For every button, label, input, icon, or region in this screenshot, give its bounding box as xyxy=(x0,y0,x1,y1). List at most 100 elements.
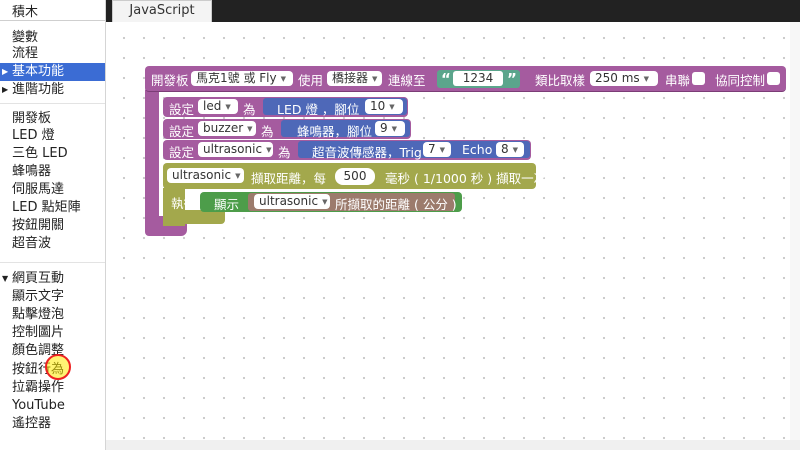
chevron-down-icon: ▼ xyxy=(643,75,650,83)
toolbox-item-ultrasonic[interactable]: 超音波 xyxy=(0,235,105,253)
toolbox-item-bulb[interactable]: 點擊燈泡 xyxy=(0,306,105,324)
caret-down-icon: ▼ xyxy=(2,274,9,283)
set-label: 設定 xyxy=(169,145,195,160)
sample-rate-value: 250 ms xyxy=(595,71,640,85)
ultrasonic-device-block[interactable]: 超音波傳感器，Trig 7▼ Echo 8▼ xyxy=(298,141,530,160)
toolbox-item-advanced[interactable]: ▶進階功能 xyxy=(0,81,105,99)
buzzer-pin-select[interactable]: 9▼ xyxy=(375,121,405,136)
toolbox-item-color[interactable]: 顏色調整 xyxy=(0,342,105,360)
horizontal-scrollbar[interactable] xyxy=(106,440,800,450)
board-sync-label: 協同控制 xyxy=(715,73,766,88)
toolbox-item-variables[interactable]: 變數 xyxy=(0,29,105,47)
trig-pin-value: 7 xyxy=(428,142,436,156)
toolbox-separator xyxy=(0,262,105,263)
toolbox-item-board[interactable]: 開發板 xyxy=(0,110,105,128)
show-label: 顯示 xyxy=(214,197,240,212)
tab-javascript[interactable]: JavaScript xyxy=(112,0,212,22)
toolbox-item-label: 流程 xyxy=(12,46,39,61)
toolbox-item-label: 進階功能 xyxy=(12,82,65,97)
open-quote-icon: “ xyxy=(441,70,451,88)
toolbox-header: 積木 xyxy=(0,0,105,21)
set-led-block[interactable]: 設定 led▼ 為 LED 燈 ，腳位 10▼ xyxy=(163,97,408,117)
led-var-select[interactable]: led▼ xyxy=(198,99,238,114)
toolbox-item-servo[interactable]: 伺服馬達 xyxy=(0,181,105,199)
toolbox-item-youtube[interactable]: YouTube xyxy=(0,397,105,415)
toolbox-item-rgb-led[interactable]: 三色 LED xyxy=(0,145,105,163)
toolbox-item-basic[interactable]: ▶基本功能 xyxy=(0,63,105,81)
toolbox-item-label: 開發板 xyxy=(12,111,52,126)
distance-value-block[interactable]: ultrasonic▼ 所擷取的距離 ( 公分 ) xyxy=(248,193,457,212)
toolbox-item-label: 點擊燈泡 xyxy=(12,307,65,322)
set-ultrasonic-block[interactable]: 設定 ultrasonic▼ 為 超音波傳感器，Trig 7▼ Echo 8▼ xyxy=(163,140,531,160)
show-var-select[interactable]: ultrasonic▼ xyxy=(254,194,330,209)
board-connect-label: 連線至 xyxy=(388,73,426,88)
chevron-down-icon: ▼ xyxy=(372,75,378,83)
ultrasonic-var-select[interactable]: ultrasonic▼ xyxy=(198,142,273,157)
ultrasonic-var-value: ultrasonic xyxy=(203,142,263,156)
ultra-fetch-var-select[interactable]: ultrasonic▼ xyxy=(167,168,244,183)
toolbox-item-label: 變數 xyxy=(12,30,39,45)
toolbox-item-label: 網頁互動 xyxy=(12,271,65,286)
ultra-fetch-footer[interactable] xyxy=(163,210,225,224)
fetch-label: 擷取距離，每 xyxy=(251,171,327,186)
chevron-down-icon: ▼ xyxy=(235,172,241,180)
trig-pin-select[interactable]: 7▼ xyxy=(423,142,451,157)
buzzer-device-label: 蜂鳴器，腳位 xyxy=(297,124,373,139)
toolbox: 積木 變數 流程 ▶基本功能 ▶進階功能 開發板 LED 燈 三色 LED 蜂鳴… xyxy=(0,0,106,450)
sync-checkbox[interactable] xyxy=(767,72,780,85)
set-label: 設定 xyxy=(169,102,195,117)
distance-label: 所擷取的距離 ( 公分 ) xyxy=(335,197,457,212)
device-select[interactable]: 橋接器▼ xyxy=(327,71,382,86)
tab-bar: JavaScript xyxy=(106,0,800,22)
caret-right-icon: ▶ xyxy=(2,85,9,94)
as-label: 為 xyxy=(278,145,291,160)
toolbox-item-buzzer[interactable]: 蜂鳴器 xyxy=(0,163,105,181)
toolbox-item-web[interactable]: ▼網頁互動 xyxy=(0,270,105,288)
set-buzzer-block[interactable]: 設定 buzzer▼ 為 蜂鳴器，腳位 9▼ xyxy=(163,119,411,139)
toolbox-item-show-text[interactable]: 顯示文字 xyxy=(0,288,105,306)
toolbox-item-label: 控制圖片 xyxy=(12,325,65,340)
echo-pin-select[interactable]: 8▼ xyxy=(496,142,524,157)
string-block[interactable]: “ 1234 ” xyxy=(437,70,520,88)
serial-checkbox[interactable] xyxy=(692,72,705,85)
close-quote-icon: ” xyxy=(507,70,517,88)
toolbox-item-led[interactable]: LED 燈 xyxy=(0,127,105,145)
buzzer-var-select[interactable]: buzzer▼ xyxy=(198,121,256,136)
interval-input[interactable]: 500 xyxy=(335,168,375,185)
chevron-down-icon: ▼ xyxy=(322,198,328,206)
toolbox-item-label: 顯示文字 xyxy=(12,289,65,304)
caret-right-icon: ▶ xyxy=(2,67,9,76)
exec-row: 執行 xyxy=(163,189,463,213)
led-pin-select[interactable]: 10▼ xyxy=(365,99,403,114)
led-device-block[interactable]: LED 燈 ，腳位 10▼ xyxy=(263,98,407,117)
toolbox-item-slider[interactable]: 拉霸操作 xyxy=(0,379,105,397)
cursor-highlight xyxy=(45,354,71,380)
toolbox-item-label: 超音波 xyxy=(12,236,52,251)
device-id-input[interactable]: 1234 xyxy=(453,71,503,86)
toolbox-item-label: YouTube xyxy=(12,398,65,413)
toolbox-item-led-matrix[interactable]: LED 點矩陣 xyxy=(0,199,105,217)
chevron-down-icon: ▼ xyxy=(439,146,446,154)
toolbox-item-remote[interactable]: 遙控器 xyxy=(0,415,105,433)
echo-label: Echo xyxy=(462,142,493,157)
sample-rate-select[interactable]: 250 ms▼ xyxy=(590,71,658,86)
blockly-workspace[interactable] xyxy=(106,22,800,450)
buzzer-device-block[interactable]: 蜂鳴器，腳位 9▼ xyxy=(281,120,410,139)
board-block-body[interactable] xyxy=(145,90,159,236)
toolbox-item-label: 按鈕開關 xyxy=(12,218,65,233)
show-var-value: ultrasonic xyxy=(259,194,319,208)
chevron-down-icon: ▼ xyxy=(247,125,253,133)
show-block[interactable]: 顯示 ultrasonic▼ 所擷取的距離 ( 公分 ) xyxy=(200,192,462,212)
chevron-down-icon: ▼ xyxy=(391,125,398,133)
led-pin-value: 10 xyxy=(370,99,386,113)
board-use-label: 使用 xyxy=(298,73,324,88)
toolbox-separator xyxy=(0,103,105,104)
board-sample-label: 類比取樣 xyxy=(535,73,586,88)
board-select[interactable]: 馬克1號 或 Fly▼ xyxy=(191,71,293,86)
toolbox-item-flow[interactable]: 流程 xyxy=(0,45,105,63)
toolbox-item-image[interactable]: 控制圖片 xyxy=(0,324,105,342)
toolbox-item-button[interactable]: 按鈕開關 xyxy=(0,217,105,235)
vertical-scrollbar[interactable] xyxy=(790,22,800,440)
board-serial-label: 串聯 xyxy=(665,73,691,88)
echo-pin-value: 8 xyxy=(501,142,509,156)
